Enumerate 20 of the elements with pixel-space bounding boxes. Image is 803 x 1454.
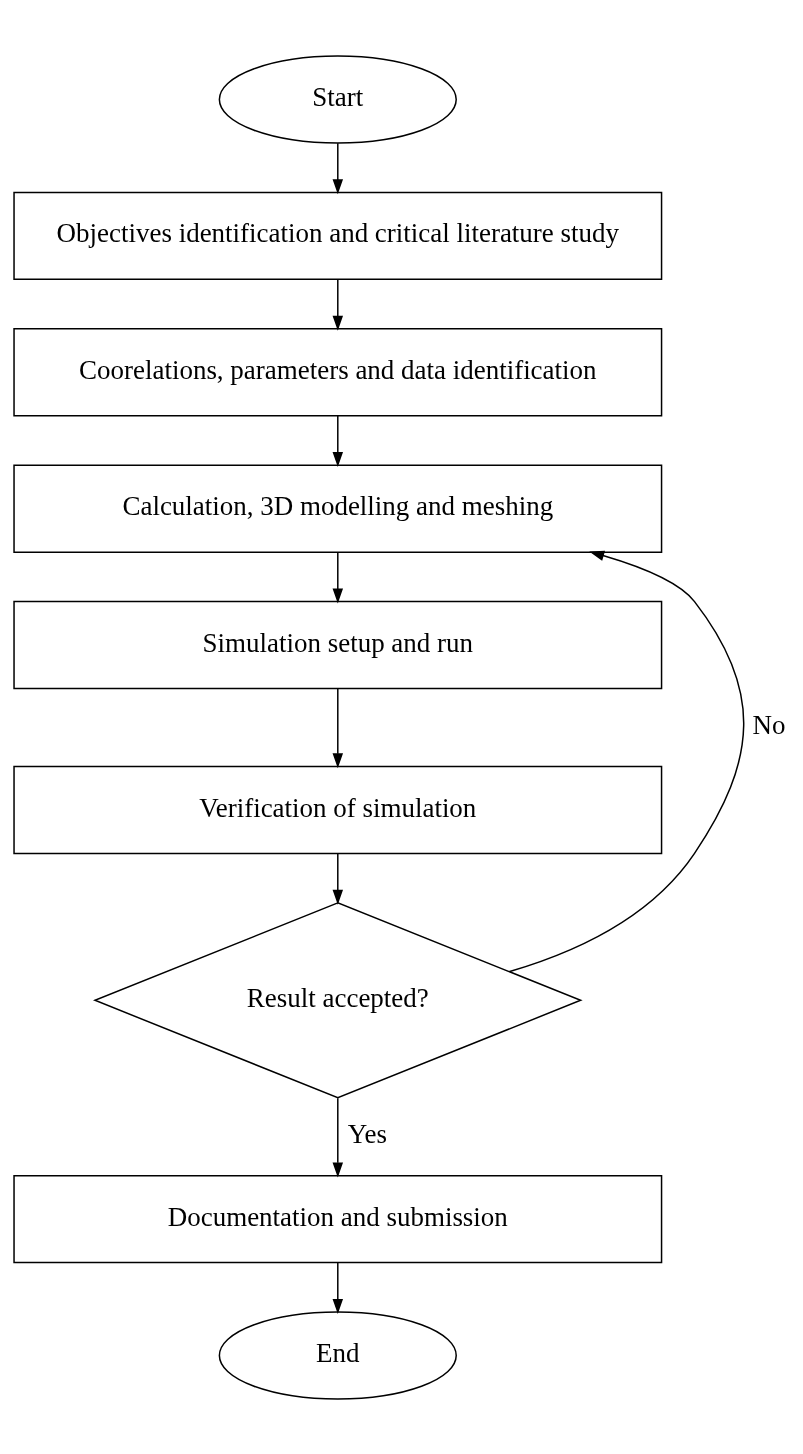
node-box: Calculation, 3D modelling and meshing — [13, 463, 663, 553]
edge-label: Yes — [347, 1118, 388, 1149]
arrow — [332, 414, 344, 467]
arrow — [332, 551, 344, 603]
node-box: Objectives identification and critical literature study — [13, 191, 663, 280]
arrow — [332, 278, 344, 331]
arrow — [509, 550, 745, 972]
node-box: Documentation and submission — [13, 1174, 663, 1263]
node-ellipse: End — [218, 1310, 457, 1400]
node-diamond: Result accepted? — [92, 901, 583, 1099]
arrow — [332, 141, 344, 194]
arrow — [332, 1261, 344, 1314]
arrow — [332, 852, 344, 905]
node-box: Verification of simulation — [13, 765, 663, 854]
node-box: Simulation setup and run — [13, 600, 663, 689]
arrow — [332, 1097, 344, 1177]
arrow — [332, 687, 344, 768]
node-ellipse: Start — [218, 54, 457, 144]
node-box: Coorelations, parameters and data identification — [13, 327, 663, 416]
edge-label: No — [752, 709, 786, 740]
